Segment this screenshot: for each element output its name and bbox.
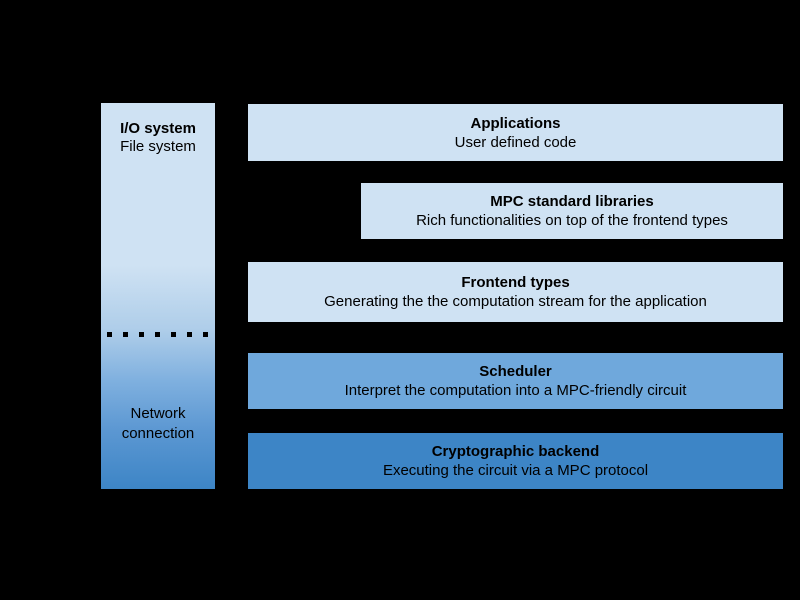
io-system-label: I/O system File system	[101, 120, 215, 156]
io-system-title: I/O system	[120, 120, 196, 137]
frontend-backend-divider	[107, 332, 208, 337]
network-label-line2: connection	[121, 425, 195, 442]
layer-title: Applications	[470, 114, 561, 132]
layer-subtitle: Executing the circuit via a MPC protocol	[382, 462, 649, 479]
divider-dot	[123, 332, 128, 337]
layer-subtitle: Interpret the computation into a MPC-fri…	[344, 382, 687, 399]
divider-dot	[107, 332, 112, 337]
divider-dot	[171, 332, 176, 337]
layer-mpc-standard-libraries: MPC standard libraries Rich functionalit…	[361, 183, 783, 239]
layer-title: MPC standard libraries	[490, 193, 654, 210]
divider-dot	[155, 332, 160, 337]
divider-dot	[139, 332, 144, 337]
io-system-column: I/O system File system Network connectio…	[101, 103, 215, 489]
layer-applications: Applications User defined code	[248, 104, 783, 161]
network-connection-label: Network connection	[101, 404, 215, 444]
layer-subtitle: User defined code	[454, 133, 577, 151]
layer-title: Cryptographic backend	[431, 443, 600, 460]
layer-cryptographic-backend: Cryptographic backend Executing the circ…	[248, 433, 783, 489]
divider-dot	[203, 332, 208, 337]
layer-subtitle: Rich functionalities on top of the front…	[416, 212, 728, 229]
layer-title: Frontend types	[461, 274, 570, 291]
layer-subtitle: Generating the the computation stream fo…	[324, 293, 707, 310]
layer-frontend-types: Frontend types Generating the the comput…	[248, 262, 783, 322]
layer-title: Scheduler	[479, 363, 552, 380]
file-system-subtitle: File system	[120, 138, 196, 155]
layer-scheduler: Scheduler Interpret the computation into…	[248, 353, 783, 409]
network-label-line1: Network	[130, 405, 186, 422]
divider-dot	[187, 332, 192, 337]
